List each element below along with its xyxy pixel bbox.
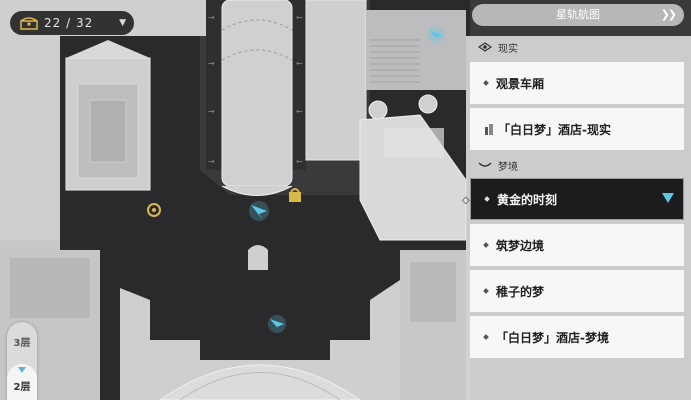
section-header-reality: 现实 bbox=[466, 36, 691, 58]
svg-text:←: ← bbox=[296, 157, 303, 166]
list-item-label: 稚子的梦 bbox=[496, 284, 545, 299]
left-building bbox=[65, 40, 151, 191]
list-item-childs-dream[interactable]: 稚子的梦 bbox=[470, 270, 684, 312]
list-item-label: 黄金的时刻 bbox=[497, 192, 558, 207]
floor-button-2[interactable]: 2层 bbox=[7, 364, 37, 400]
floor-button-3[interactable]: 3层 bbox=[7, 334, 37, 349]
section-title: 梦境 bbox=[498, 161, 518, 173]
dot-icon bbox=[484, 196, 490, 202]
section-title: 现实 bbox=[498, 43, 518, 55]
teleport-waypoint-icon[interactable] bbox=[249, 201, 269, 221]
treasure-count: 22 / 32 bbox=[44, 16, 94, 30]
list-item-label: 观景车厢 bbox=[496, 76, 545, 91]
selection-pointer-icon: ◇ bbox=[462, 195, 470, 206]
treasure-counter[interactable]: 22 / 32 ▼ bbox=[10, 11, 134, 35]
list-item-hotel-dreamscape[interactable]: 「白日梦」酒店-梦境 bbox=[470, 316, 684, 358]
current-floor-indicator-icon bbox=[18, 367, 26, 373]
floor-selector: 3层 2层 bbox=[7, 322, 37, 400]
list-item-label: 筑梦边境 bbox=[496, 238, 545, 253]
panel-title: 星轨航图 bbox=[556, 8, 600, 21]
list-item-hotel-reality[interactable]: 「白日梦」酒店-现实 bbox=[470, 108, 684, 150]
collapse-icon[interactable]: ❯❯ bbox=[660, 8, 678, 21]
lower-building bbox=[0, 230, 470, 400]
wave-icon bbox=[478, 162, 492, 167]
dot-icon bbox=[483, 334, 489, 340]
dot-icon bbox=[483, 80, 489, 86]
dot-icon bbox=[483, 288, 489, 294]
svg-text:→: → bbox=[208, 13, 215, 22]
svg-text:←: ← bbox=[296, 13, 303, 22]
shop-marker-icon[interactable] bbox=[289, 188, 301, 202]
star-rail-map-panel: 星轨航图 ❯❯ 现实 观景车厢 「白日梦」酒店-现实 bbox=[466, 0, 691, 400]
teleport-waypoint-icon[interactable] bbox=[268, 315, 286, 333]
current-location-icon bbox=[662, 193, 674, 203]
map-list: 现实 观景车厢 「白日梦」酒店-现实 梦境 黄金的时刻 筑梦边 bbox=[466, 36, 691, 400]
svg-text:→: → bbox=[208, 157, 215, 166]
list-item-label: 「白日梦」酒店-梦境 bbox=[496, 330, 609, 345]
svg-text:→: → bbox=[208, 107, 215, 116]
list-item-label: 「白日梦」酒店-现实 bbox=[498, 122, 611, 137]
treasure-chest-icon bbox=[20, 17, 38, 30]
list-item-observation-car[interactable]: 观景车厢 bbox=[470, 62, 684, 104]
list-item-golden-hour[interactable]: 黄金的时刻 bbox=[470, 178, 684, 220]
panel-header[interactable]: 星轨航图 ❯❯ bbox=[472, 4, 684, 26]
section-header-dreamscape: 梦境 bbox=[466, 154, 691, 176]
svg-text:←: ← bbox=[296, 107, 303, 116]
svg-text:→: → bbox=[208, 59, 215, 68]
right-building bbox=[305, 0, 467, 241]
dot-icon bbox=[483, 242, 489, 248]
floor-label: 3层 bbox=[13, 338, 31, 349]
caret-down-icon[interactable]: ▼ bbox=[119, 18, 126, 28]
teleport-waypoint-icon[interactable] bbox=[427, 26, 445, 44]
hotel-icon bbox=[485, 124, 493, 135]
floor-label: 2层 bbox=[13, 382, 31, 393]
svg-text:←: ← bbox=[296, 59, 303, 68]
central-building: → → → → ← ← ← ← bbox=[206, 0, 306, 196]
eye-icon bbox=[478, 42, 492, 52]
npc-marker-icon[interactable] bbox=[147, 203, 161, 217]
list-item-dream-edge[interactable]: 筑梦边境 bbox=[470, 224, 684, 266]
